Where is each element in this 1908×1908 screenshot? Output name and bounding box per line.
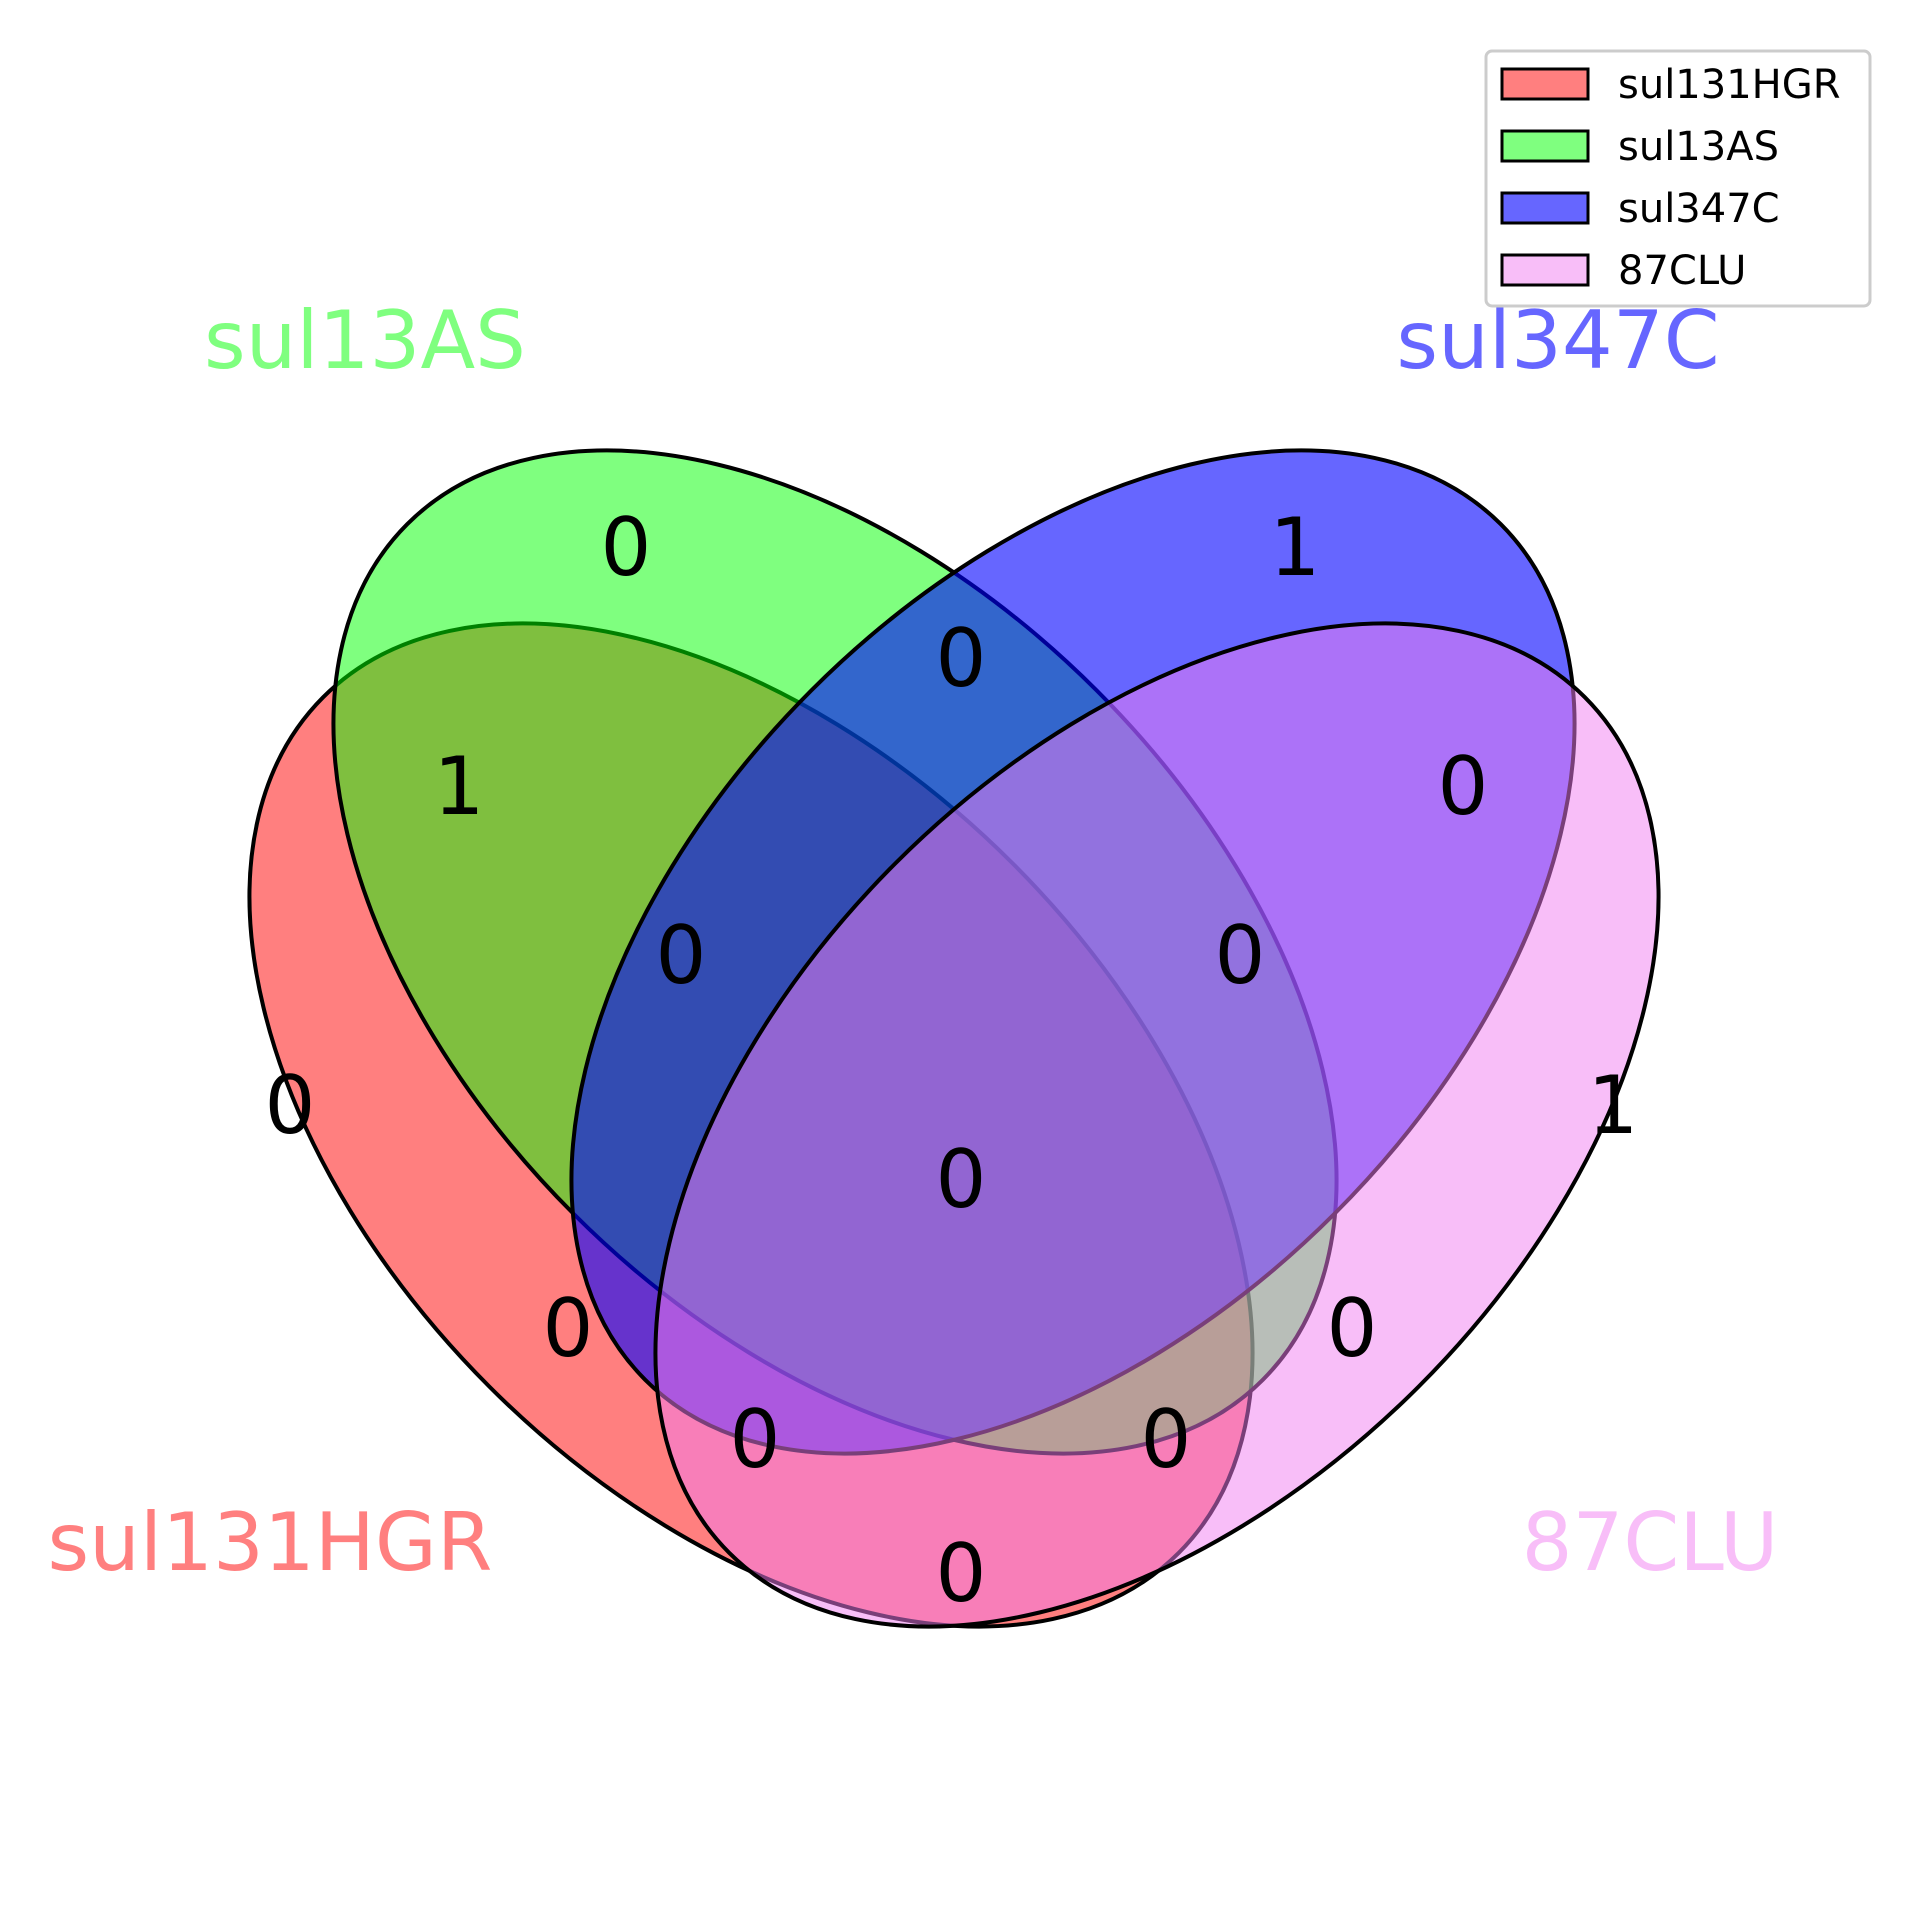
legend-label-sul13AS: sul13AS xyxy=(1618,124,1779,170)
count-sul13AS-only: 0 xyxy=(601,501,652,594)
legend-label-sul131HGR: sul131HGR xyxy=(1618,62,1841,108)
count-sul131HGR-sul347C-87CLU: 0 xyxy=(730,1393,781,1486)
count-all-four: 0 xyxy=(936,1133,987,1226)
count-sul131HGR-sul13AS-87CLU: 0 xyxy=(1141,1393,1192,1486)
count-sul347C-87CLU: 0 xyxy=(1438,740,1489,833)
count-sul13AS-sul347C: 0 xyxy=(936,612,987,705)
count-sul131HGR-sul13AS: 1 xyxy=(434,740,485,833)
count-sul131HGR-only: 0 xyxy=(265,1059,316,1152)
region-counts: 0 1 0 1 0 0 0 0 1 0 0 0 0 0 0 xyxy=(265,501,1639,1620)
legend-label-87CLU: 87CLU xyxy=(1618,248,1746,294)
legend-swatch-sul347C xyxy=(1500,191,1590,225)
count-sul13AS-87CLU: 0 xyxy=(1327,1282,1378,1375)
set-labels: sul131HGR sul13AS sul347C 87CLU xyxy=(47,294,1778,1589)
count-87CLU-only: 1 xyxy=(1588,1059,1639,1152)
legend: sul131HGR sul13AS sul347C 87CLU xyxy=(1484,49,1872,308)
legend-swatch-sul13AS xyxy=(1500,129,1590,163)
set-label-87CLU: 87CLU xyxy=(1522,1496,1779,1589)
count-sul131HGR-sul347C: 0 xyxy=(543,1282,594,1375)
count-sul13AS-sul347C-87CLU: 0 xyxy=(1215,909,1266,1002)
count-sul131HGR-sul13AS-sul347C: 0 xyxy=(656,909,707,1002)
set-label-sul131HGR: sul131HGR xyxy=(47,1496,492,1589)
legend-swatch-87CLU xyxy=(1500,253,1590,287)
legend-label-sul347C: sul347C xyxy=(1618,186,1780,232)
set-label-sul13AS: sul13AS xyxy=(204,294,526,387)
legend-frame xyxy=(1484,49,1872,308)
ellipse-87CLU xyxy=(653,621,1661,1629)
set-ellipses xyxy=(247,448,1661,1629)
set-label-sul347C: sul347C xyxy=(1396,294,1719,387)
count-sul347C-only: 1 xyxy=(1270,501,1321,594)
legend-swatch-sul131HGR xyxy=(1500,67,1590,101)
count-sul131HGR-87CLU: 0 xyxy=(936,1527,987,1620)
